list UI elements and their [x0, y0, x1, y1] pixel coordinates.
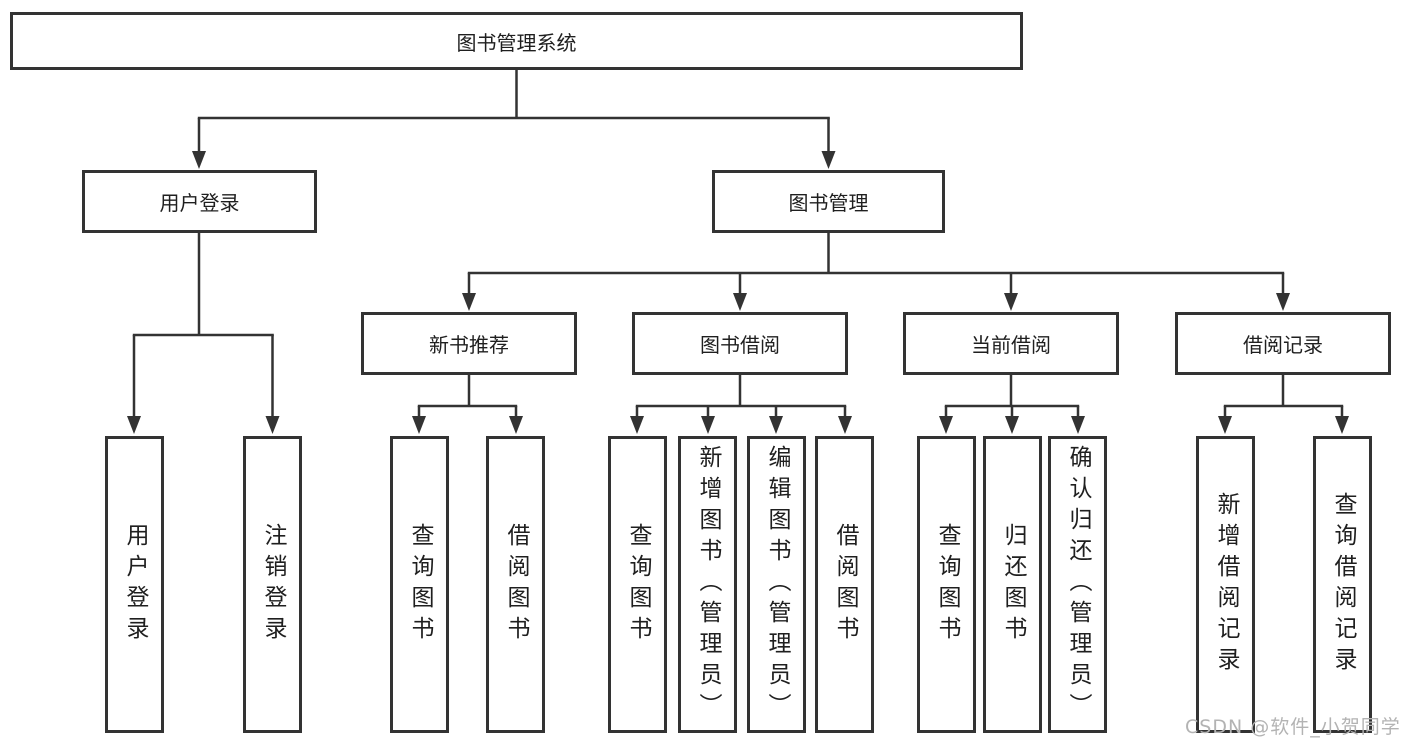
leaf-edit-books-admin-label: 编辑图书（管理员）	[764, 445, 790, 724]
leaf-recommend-borrow-books-label: 借阅图书	[503, 522, 529, 647]
node-new-book-recommend-label: 新书推荐	[429, 333, 509, 357]
leaf-borrow-books-label: 借阅图书	[832, 522, 858, 647]
leaf-recommend-query-books-label: 查询图书	[407, 522, 433, 647]
leaf-recommend-borrow-books: 借阅图书	[486, 436, 545, 733]
leaf-user-login-label: 用户登录	[122, 522, 148, 647]
csdn-watermark: CSDN @软件_小贺同学	[1185, 716, 1401, 738]
leaf-borrow-query-books-label: 查询图书	[625, 522, 651, 647]
leaf-add-borrow-record: 新增借阅记录	[1196, 436, 1255, 733]
node-borrow-records-label: 借阅记录	[1243, 333, 1323, 357]
leaf-recommend-query-books: 查询图书	[390, 436, 449, 733]
arrowheads	[127, 151, 1349, 434]
node-book-management-label: 图书管理	[788, 191, 869, 215]
leaf-edit-books-admin: 编辑图书（管理员）	[747, 436, 806, 733]
connector-paths	[132, 70, 1344, 417]
leaf-logout-label: 注销登录	[260, 522, 286, 647]
node-root-system: 图书管理系统	[10, 12, 1023, 70]
node-book-borrow-label: 图书借阅	[700, 333, 780, 357]
node-user-login-label: 用户登录	[159, 191, 240, 215]
leaf-borrow-query-books: 查询图书	[608, 436, 667, 733]
node-new-book-recommend: 新书推荐	[361, 312, 577, 375]
leaf-confirm-return-admin-label: 确认归还（管理员）	[1065, 445, 1091, 724]
leaf-add-borrow-record-label: 新增借阅记录	[1213, 491, 1239, 678]
leaf-query-borrow-record-label: 查询借阅记录	[1330, 491, 1356, 678]
leaf-current-query-books-label: 查询图书	[934, 522, 960, 647]
leaf-add-books-admin-label: 新增图书（管理员）	[695, 445, 721, 724]
leaf-current-query-books: 查询图书	[917, 436, 976, 733]
leaf-logout: 注销登录	[243, 436, 302, 733]
leaf-confirm-return-admin: 确认归还（管理员）	[1048, 436, 1107, 733]
node-user-login: 用户登录	[82, 170, 317, 233]
node-book-management: 图书管理	[712, 170, 945, 233]
leaf-add-books-admin: 新增图书（管理员）	[678, 436, 737, 733]
leaf-query-borrow-record: 查询借阅记录	[1313, 436, 1372, 733]
node-book-borrow: 图书借阅	[632, 312, 848, 375]
node-borrow-records: 借阅记录	[1175, 312, 1391, 375]
leaf-return-books-label: 归还图书	[1000, 522, 1026, 647]
leaf-return-books: 归还图书	[983, 436, 1042, 733]
node-current-borrow-label: 当前借阅	[971, 333, 1051, 357]
node-root-label: 图书管理系统	[456, 30, 577, 55]
node-current-borrow: 当前借阅	[903, 312, 1119, 375]
leaf-user-login: 用户登录	[105, 436, 164, 733]
leaf-borrow-books: 借阅图书	[815, 436, 874, 733]
